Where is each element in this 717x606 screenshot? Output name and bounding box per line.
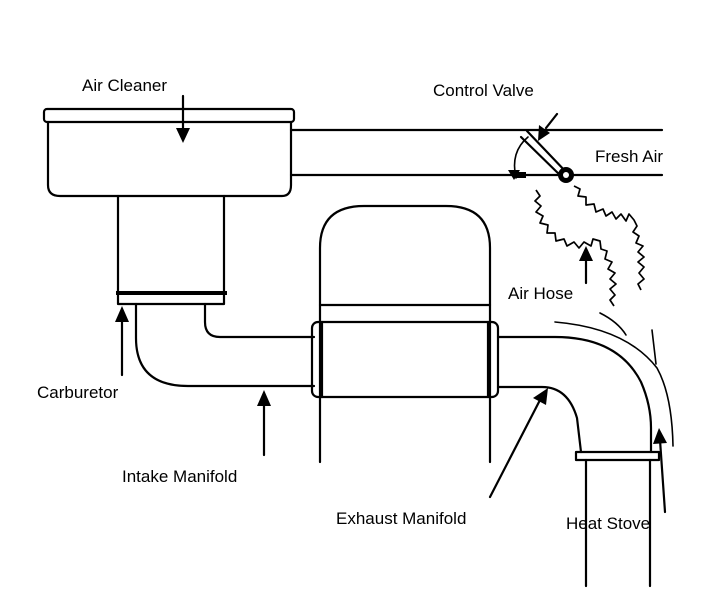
exhaust-manifold	[496, 335, 653, 454]
control-valve	[508, 129, 574, 183]
label-air-hose: Air Hose	[508, 284, 573, 303]
arrow-air-cleaner	[176, 94, 190, 143]
arrow-air-hose	[579, 246, 593, 285]
air-hose	[534, 185, 657, 365]
arrow-intake-manifold	[257, 390, 271, 457]
label-intake-manifold: Intake Manifold	[122, 467, 237, 486]
carburetor	[116, 194, 227, 306]
arrow-control-valve	[538, 112, 559, 141]
label-control-valve: Control Valve	[433, 81, 534, 100]
heat-stove	[554, 321, 674, 588]
arrow-exhaust-manifold	[488, 388, 548, 499]
arrow-carburetor	[115, 306, 129, 377]
label-fresh-air: Fresh Air	[595, 147, 663, 166]
label-heat-stove: Heat Stove	[566, 514, 650, 533]
engine-block	[310, 204, 500, 464]
label-carburetor: Carburetor	[37, 383, 119, 402]
air-cleaner	[42, 107, 664, 198]
intake-manifold	[134, 302, 316, 388]
label-exhaust-manifold: Exhaust Manifold	[336, 509, 466, 528]
arrow-heat-stove	[653, 428, 667, 514]
label-air-cleaner: Air Cleaner	[82, 76, 167, 95]
